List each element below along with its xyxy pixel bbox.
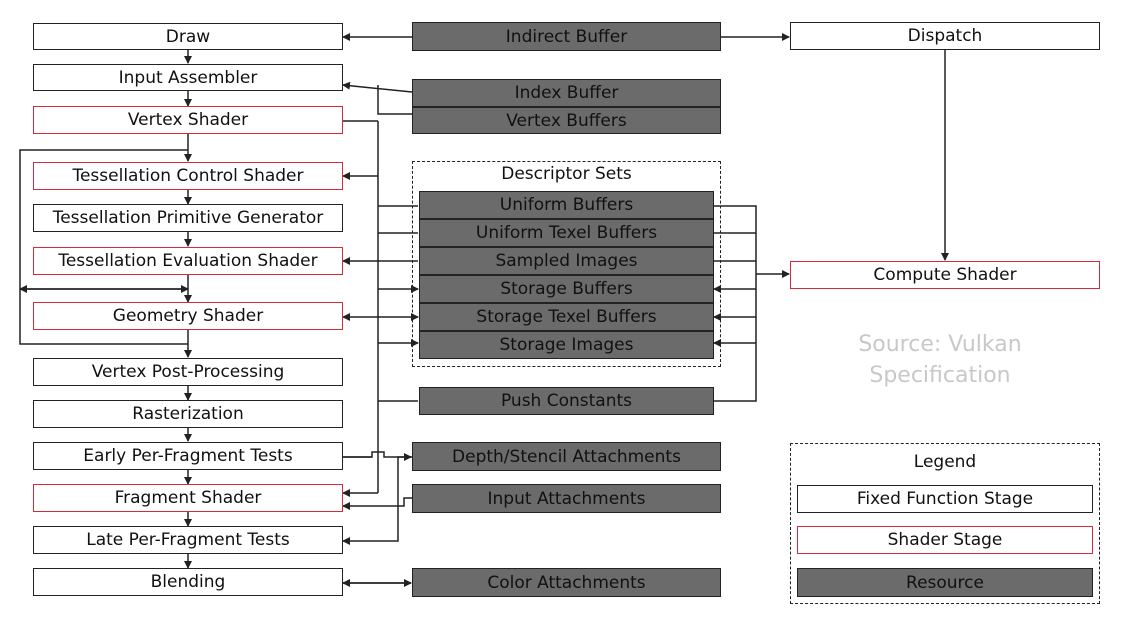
source-line-1: Source: Vulkan bbox=[858, 332, 1022, 357]
dispatch-stage: Dispatch bbox=[790, 22, 1100, 50]
descriptor-item: Storage Texel Buffers bbox=[419, 303, 714, 331]
geometry-shader-stage: Geometry Shader bbox=[33, 302, 343, 330]
rasterization-stage: Rasterization bbox=[33, 400, 343, 428]
push-constants-resource: Push Constants bbox=[419, 387, 714, 415]
blending-label: Blending bbox=[150, 572, 226, 592]
legend-shader-label: Shader Stage bbox=[887, 530, 1003, 550]
tess-eval-stage: Tessellation Evaluation Shader bbox=[33, 247, 343, 275]
input-attachments-label: Input Attachments bbox=[487, 488, 646, 509]
descriptor-sets-group bbox=[412, 161, 721, 367]
push-constants-label: Push Constants bbox=[500, 391, 633, 411]
indirect-buffer-label: Indirect Buffer bbox=[505, 26, 628, 47]
source-line-2: Specification bbox=[869, 363, 1011, 388]
fragment-shader-stage: Fragment Shader bbox=[33, 484, 343, 512]
early-tests-stage: Early Per-Fragment Tests bbox=[33, 442, 343, 470]
depth-stencil-label: Depth/Stencil Attachments bbox=[452, 446, 681, 467]
descriptor-item: Sampled Images bbox=[419, 247, 714, 275]
storage-texel-buffers-label: Storage Texel Buffers bbox=[476, 307, 657, 327]
storage-buffers-label: Storage Buffers bbox=[500, 279, 633, 299]
input-assembler-label: Input Assembler bbox=[118, 67, 258, 88]
indirect-buffer-resource: Indirect Buffer bbox=[412, 22, 721, 51]
draw-label: Draw bbox=[165, 26, 211, 47]
tess-control-label: Tessellation Control Shader bbox=[72, 166, 304, 186]
depth-stencil-resource: Depth/Stencil Attachments bbox=[412, 442, 721, 471]
legend-resource-label: Resource bbox=[906, 572, 984, 593]
draw-stage: Draw bbox=[33, 23, 343, 50]
tess-primitive-label: Tessellation Primitive Generator bbox=[52, 208, 324, 228]
compute-shader-stage: Compute Shader bbox=[790, 261, 1100, 289]
legend bbox=[790, 443, 1100, 604]
vertex-shader-stage: Vertex Shader bbox=[33, 106, 343, 134]
late-tests-stage: Late Per-Fragment Tests bbox=[33, 526, 343, 554]
dispatch-label: Dispatch bbox=[907, 26, 983, 46]
descriptor-item: Uniform Texel Buffers bbox=[419, 219, 714, 247]
index-buffer-resource: Index Buffer bbox=[412, 79, 721, 107]
tess-control-stage: Tessellation Control Shader bbox=[33, 162, 343, 190]
uniform-buffers-label: Uniform Buffers bbox=[499, 195, 634, 215]
early-tests-label: Early Per-Fragment Tests bbox=[83, 446, 293, 466]
blending-stage: Blending bbox=[33, 568, 343, 596]
input-assembler-stage: Input Assembler bbox=[33, 64, 343, 91]
rasterization-label: Rasterization bbox=[132, 404, 244, 424]
legend-fixed-swatch: Fixed Function Stage bbox=[797, 485, 1093, 513]
color-attachments-resource: Color Attachments bbox=[412, 568, 721, 597]
sampled-images-label: Sampled Images bbox=[495, 251, 638, 271]
legend-title: Legend bbox=[913, 452, 977, 472]
legend-shader-swatch: Shader Stage bbox=[797, 526, 1093, 554]
geometry-shader-label: Geometry Shader bbox=[112, 306, 264, 326]
descriptor-sets-title: Descriptor Sets bbox=[501, 164, 632, 184]
tess-primitive-stage: Tessellation Primitive Generator bbox=[33, 204, 343, 232]
legend-fixed-label: Fixed Function Stage bbox=[856, 489, 1034, 509]
fragment-shader-label: Fragment Shader bbox=[114, 488, 262, 508]
descriptor-item: Storage Buffers bbox=[419, 275, 714, 303]
compute-shader-label: Compute Shader bbox=[873, 265, 1017, 285]
late-tests-label: Late Per-Fragment Tests bbox=[86, 530, 290, 550]
vertex-post-label: Vertex Post-Processing bbox=[91, 362, 285, 382]
vertex-shader-label: Vertex Shader bbox=[127, 110, 249, 130]
vertex-buffers-resource: Vertex Buffers bbox=[412, 107, 721, 134]
uniform-texel-buffers-label: Uniform Texel Buffers bbox=[475, 223, 658, 243]
descriptor-item: Uniform Buffers bbox=[419, 191, 714, 219]
source-credit: Source: Vulkan Specification bbox=[820, 329, 1060, 391]
vertex-buffers-label: Vertex Buffers bbox=[506, 110, 627, 131]
vertex-post-stage: Vertex Post-Processing bbox=[33, 358, 343, 386]
storage-images-label: Storage Images bbox=[499, 335, 634, 355]
legend-resource-swatch: Resource bbox=[797, 568, 1093, 597]
index-buffer-label: Index Buffer bbox=[514, 83, 619, 103]
descriptor-item: Storage Images bbox=[419, 331, 714, 359]
input-attachments-resource: Input Attachments bbox=[412, 484, 721, 513]
color-attachments-label: Color Attachments bbox=[487, 572, 646, 593]
tess-eval-label: Tessellation Evaluation Shader bbox=[58, 251, 318, 271]
